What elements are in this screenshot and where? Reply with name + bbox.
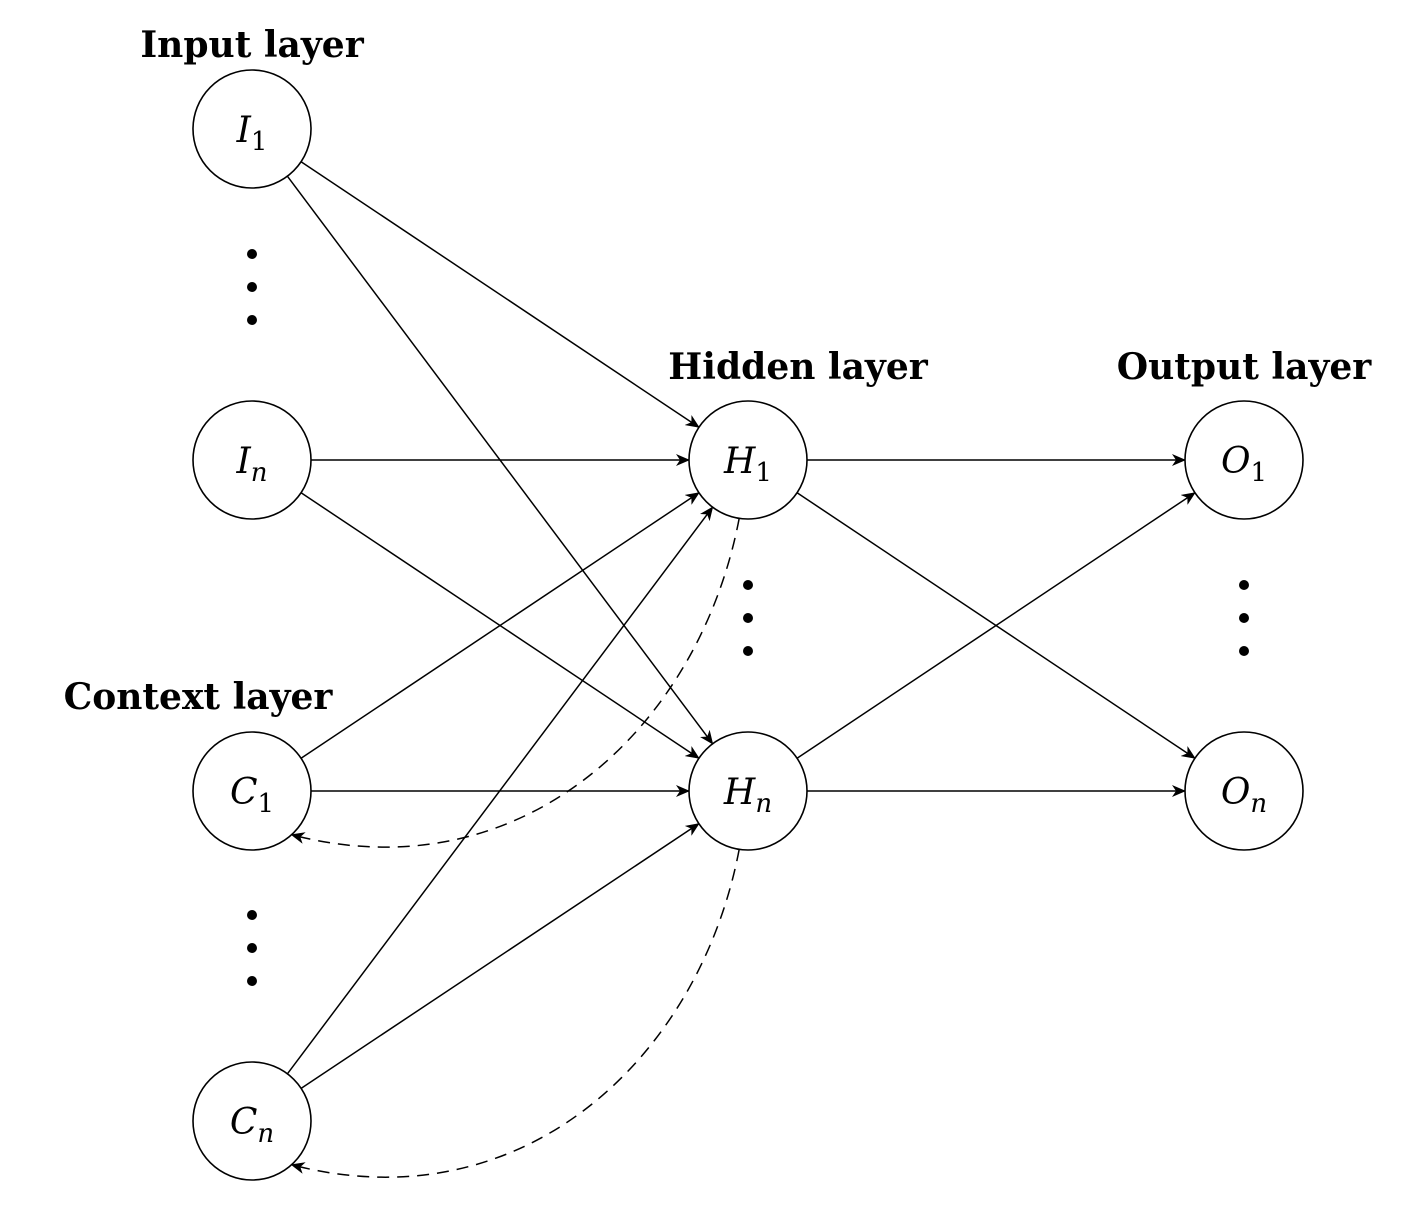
edge-H1-C1: [290, 518, 740, 848]
node-O1: O1: [1184, 400, 1304, 520]
node-circle: [192, 1061, 312, 1181]
node-circle: [688, 400, 808, 520]
node-subscript: 1: [251, 127, 268, 157]
edge-Cn-H1: [286, 506, 714, 1075]
node-circle: [1184, 400, 1304, 520]
output-ellipsis: [1239, 580, 1249, 656]
node-subscript: 1: [258, 789, 275, 819]
node-letter: H: [723, 441, 756, 482]
svg-text:H1: H1: [723, 441, 772, 488]
edge-Cn-Hn: [300, 823, 700, 1089]
svg-text:C1: C1: [230, 772, 274, 819]
node-letter: H: [723, 772, 756, 813]
node-In: In: [192, 400, 312, 520]
node-letter: O: [1221, 441, 1251, 482]
svg-text:On: On: [1221, 772, 1267, 819]
context-layer-title: Context layer: [64, 676, 334, 718]
input-layer-title: Input layer: [140, 24, 364, 66]
node-subscript: n: [257, 1119, 274, 1149]
node-letter: I: [236, 441, 252, 482]
node-subscript: 1: [1250, 458, 1267, 488]
edge-Hn-Cn: [290, 849, 740, 1178]
node-Hn: Hn: [688, 731, 808, 851]
node-H1: H1: [688, 400, 808, 520]
node-circle: [192, 69, 312, 189]
svg-text:In: In: [236, 441, 268, 488]
input-ellipsis: [247, 249, 257, 325]
node-letter: O: [1221, 772, 1251, 813]
node-subscript: n: [1250, 789, 1267, 819]
hidden-layer-title: Hidden layer: [668, 346, 928, 388]
node-circle: [1184, 731, 1304, 851]
node-I1: I1: [192, 69, 312, 189]
node-circle: [192, 731, 312, 851]
edge-Hn-O1: [796, 492, 1196, 759]
node-subscript: n: [755, 789, 772, 819]
node-On: On: [1184, 731, 1304, 851]
node-circle: [192, 400, 312, 520]
edge-C1-H1: [300, 492, 700, 759]
node-subscript: n: [251, 458, 268, 488]
svg-text:Cn: Cn: [230, 1102, 274, 1149]
svg-text:O1: O1: [1221, 441, 1267, 488]
output-layer-title: Output layer: [1117, 346, 1372, 388]
hidden-ellipsis: [743, 580, 753, 656]
node-circle: [688, 731, 808, 851]
node-letter: C: [230, 772, 258, 813]
node-subscript: 1: [755, 458, 772, 488]
edges-group: [286, 161, 1196, 1178]
edge-I1-H1: [300, 161, 700, 428]
svg-text:I1: I1: [236, 110, 268, 157]
context-ellipsis: [247, 910, 257, 986]
svg-text:Hn: Hn: [723, 772, 772, 819]
node-Cn: Cn: [192, 1061, 312, 1181]
node-letter: C: [230, 1102, 258, 1143]
node-C1: C1: [192, 731, 312, 851]
node-letter: I: [236, 110, 252, 151]
